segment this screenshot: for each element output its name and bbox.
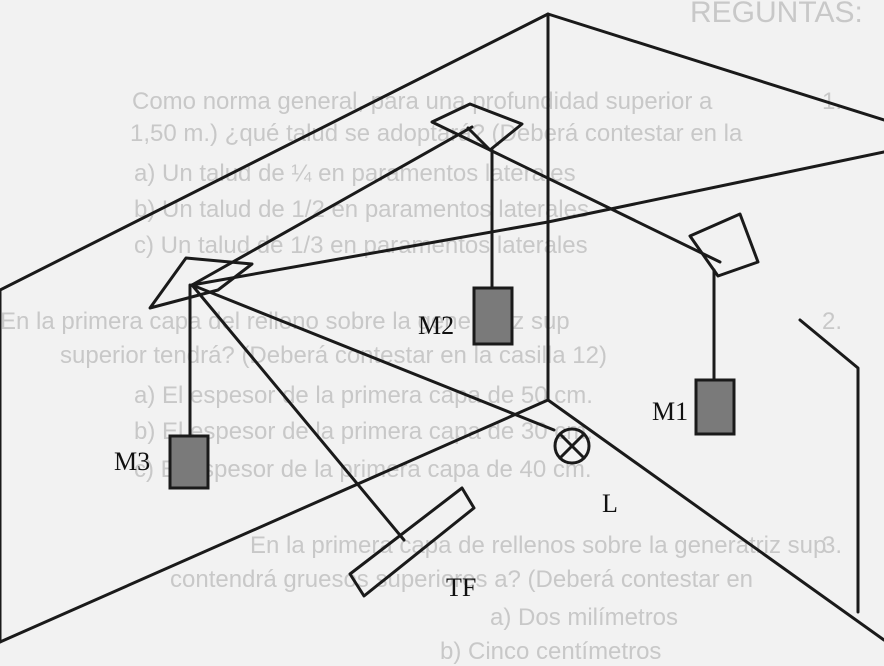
right-wall-line xyxy=(546,398,884,642)
right-wall-brace xyxy=(798,318,860,614)
mass-m2 xyxy=(472,286,514,346)
left-wall-front xyxy=(0,398,550,644)
label-m2: M2 xyxy=(418,311,454,340)
label-m1: M1 xyxy=(652,397,688,426)
left-shield xyxy=(148,256,254,310)
cable-top-to-right xyxy=(488,148,722,264)
cable-hook-to-center xyxy=(190,220,550,287)
cable-hook-to-l xyxy=(190,283,556,432)
mass-m1 xyxy=(694,378,736,436)
label-tf: TF xyxy=(446,573,476,602)
right-shield xyxy=(688,212,760,278)
top-shield xyxy=(430,102,524,152)
lamp-cross-2 xyxy=(558,432,586,460)
label-m3: M3 xyxy=(114,447,150,476)
cable-hook-to-tf xyxy=(190,283,406,542)
upper-right-diagonal xyxy=(546,150,884,224)
cable-hook-to-top xyxy=(190,125,474,287)
lamp-circle xyxy=(553,427,591,465)
mass-m3 xyxy=(168,434,210,490)
cable-top-to-center xyxy=(466,126,492,152)
label-l: L xyxy=(602,489,618,518)
tf-board xyxy=(348,486,476,598)
